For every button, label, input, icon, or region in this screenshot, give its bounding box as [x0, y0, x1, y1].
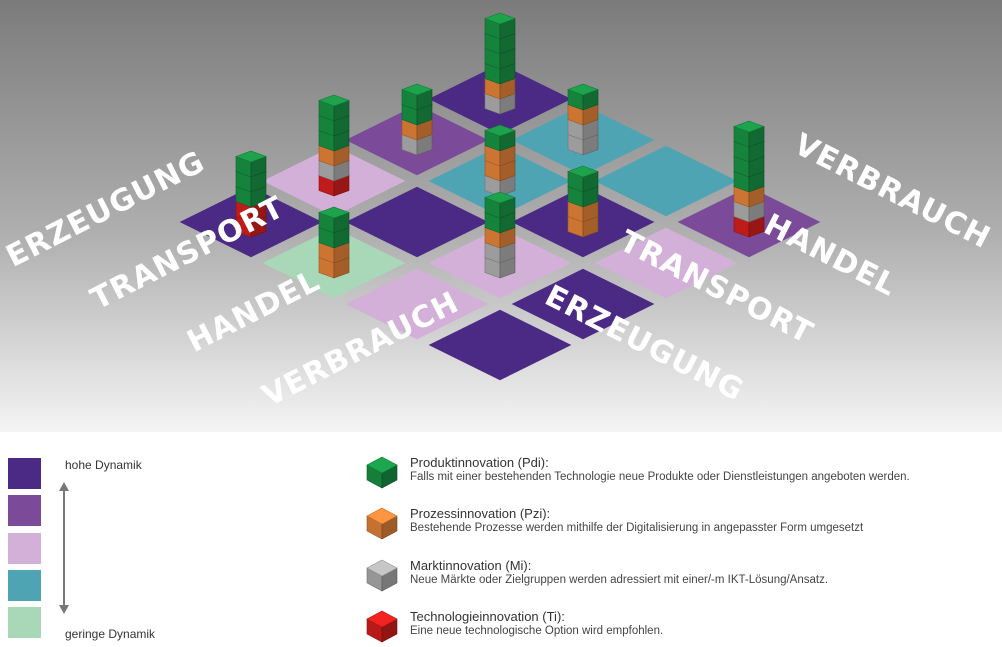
legend-description: Neue Märkte oder Zielgruppen werden adre… [410, 574, 829, 586]
dynamics-swatch-1 [8, 458, 41, 489]
tile-han-erz [594, 145, 738, 217]
dynamics-high-label: hohe Dynamik [65, 458, 142, 472]
legend-description: Falls mit einer bestehenden Technologie … [410, 471, 910, 483]
legend-description: Bestehende Prozesse werden mithilfe der … [410, 522, 864, 534]
pdi-cube [567, 165, 599, 193]
cube-stack-ver-erz [733, 120, 765, 238]
tile-ver-tra [594, 227, 738, 299]
orange-cube-icon [366, 507, 398, 540]
pdi-cube [484, 124, 516, 152]
gray-cube-icon [366, 559, 398, 592]
dynamics-swatch-5 [8, 607, 41, 638]
legend-title: Marktinnovation (Mi): [410, 558, 532, 573]
pdi-cube [484, 206, 516, 234]
tile-ver-han [511, 268, 655, 340]
cube-stack-tra-ver [318, 206, 350, 279]
red-cube-icon [366, 610, 398, 643]
pdi-cube [733, 120, 765, 148]
cube-stack-erz-erz [484, 12, 516, 115]
pdi-cube [401, 83, 433, 111]
isometric-matrix: ERZEUGUNG TRANSPORT HANDEL VERBRAUCH ERZ… [0, 0, 1002, 432]
tile-ver-ver [428, 309, 572, 381]
legend-title: Produktinnovation (Pdi): [410, 455, 549, 470]
pdi-cube [567, 83, 599, 111]
legend-title: Prozessinnovation (Pzi): [410, 506, 551, 521]
tile-han-ver [345, 268, 489, 340]
dynamics-swatch-3 [8, 533, 41, 564]
dynamics-arrow-icon [59, 482, 69, 614]
pdi-cube [235, 150, 267, 178]
pdi-cube [484, 12, 516, 40]
pdi-cube [484, 191, 516, 219]
diagram-stage: ERZEUGUNG TRANSPORT HANDEL VERBRAUCH ERZ… [0, 0, 1002, 432]
green-cube-icon [366, 456, 398, 489]
cube-stack-erz-tra [401, 83, 433, 156]
legend-title: Technologieinnovation (Ti): [410, 609, 565, 624]
cube-stack-han-han [484, 191, 516, 279]
pdi-cube [318, 206, 350, 234]
cube-stack-tra-tra [484, 124, 516, 197]
dynamics-swatch-2 [8, 495, 41, 526]
cube-stack-tra-erz [567, 83, 599, 156]
pdi-cube [318, 94, 350, 122]
legend-description: Eine neue technologische Option wird emp… [410, 625, 664, 637]
dynamics-low-label: geringe Dynamik [65, 627, 156, 641]
cube-stack-han-tra [567, 165, 599, 238]
cube-stack-erz-han [318, 94, 350, 197]
dynamics-swatch-4 [8, 570, 41, 601]
cube-stack-erz-ver [235, 150, 267, 238]
cubes-layer [235, 12, 765, 279]
tile-tra-han [345, 186, 489, 258]
